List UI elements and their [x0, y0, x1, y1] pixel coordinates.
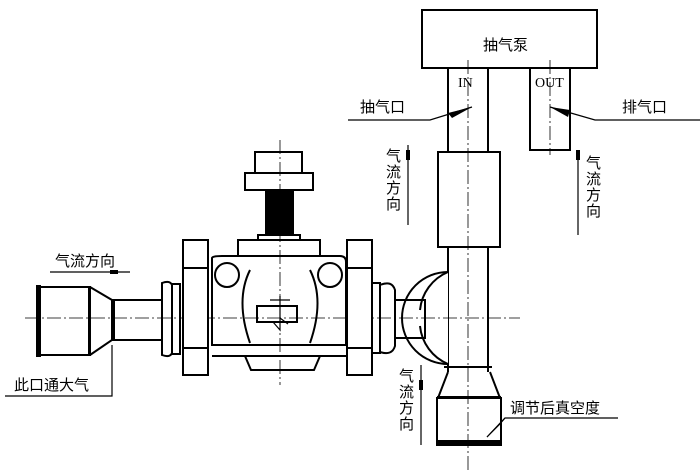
left-union-ring — [171, 283, 181, 355]
inlet-rim — [36, 285, 41, 357]
bolt-right — [317, 262, 343, 288]
pump-box — [421, 9, 598, 69]
atmosphere-port-label: 此口通大气 — [14, 376, 90, 394]
left-flange-bottom — [182, 347, 209, 376]
in-label: IN — [458, 76, 473, 91]
regulated-vacuum-leader — [486, 417, 618, 438]
inlet-band — [88, 287, 91, 355]
right-flange-bottom — [346, 347, 373, 376]
bottom-port-top-rim — [437, 396, 501, 399]
airflow-lower-label: 气流方向 — [397, 368, 415, 432]
airflow-right-arrowhead — [576, 150, 580, 160]
pump-label: 抽气泵 — [483, 36, 529, 54]
right-flange — [346, 267, 373, 349]
exhaust-port-label: 排气口 — [622, 98, 668, 116]
adjust-screw — [265, 190, 294, 235]
knob-flange — [244, 172, 314, 191]
inlet-collar — [111, 299, 114, 341]
left-flange-top — [182, 239, 209, 269]
airflow-left-label: 气流方向 — [55, 252, 116, 270]
airflow-left-arrowhead — [110, 270, 118, 274]
valve-chamber — [241, 269, 319, 344]
suction-port-label: 抽气口 — [360, 98, 406, 116]
regulated-vacuum-arrowhead — [486, 417, 506, 438]
bottom-cone — [436, 371, 502, 399]
left-union — [161, 280, 173, 358]
bottom-port-rim — [436, 440, 502, 446]
suction-arrowhead — [448, 107, 472, 118]
body-base — [243, 355, 322, 371]
left-flange — [182, 267, 209, 349]
bottom-port — [436, 397, 502, 445]
bonnet — [237, 239, 321, 257]
airflow-upper-arrowhead — [406, 150, 410, 160]
outlet-pipe — [394, 299, 426, 339]
atmosphere-leader — [5, 345, 113, 397]
inlet-cylinder — [39, 286, 91, 356]
inlet-cone — [89, 286, 113, 356]
airflow-lower-arrowhead — [419, 380, 423, 390]
right-flange-top — [346, 239, 373, 269]
right-union — [379, 282, 396, 355]
bolt-left — [214, 262, 240, 288]
filter-box — [437, 151, 501, 248]
inlet-pipe — [113, 299, 163, 341]
airflow-right-label: 气流方向 — [584, 155, 602, 219]
exhaust-arrowhead — [550, 107, 570, 117]
airflow-upper-label: 气流方向 — [384, 148, 402, 212]
regulated-vacuum-label: 调节后真空度 — [510, 399, 601, 417]
sphere-outline — [419, 271, 449, 365]
knob-top — [254, 151, 303, 174]
out-label: OUT — [535, 76, 564, 91]
valve-nameplate — [256, 305, 298, 323]
